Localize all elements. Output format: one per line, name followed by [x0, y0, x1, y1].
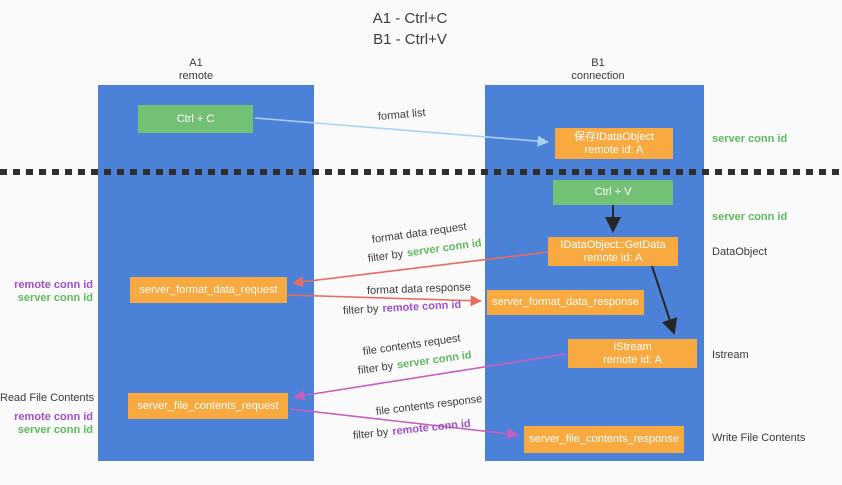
label-server-conn-id-left-1: server conn id [17, 292, 93, 304]
server-format-data-response-label: server_format_data_response [492, 296, 639, 308]
label-remote-conn-id-left-2: remote conn id [14, 411, 93, 423]
box-server-file-contents-response: server_file_contents_response [524, 426, 684, 453]
label-format-data-response: format data response [366, 281, 472, 297]
label-istream: Istream [712, 349, 749, 361]
save-idataobject-line1: 保存IDataObject [573, 130, 655, 143]
title-line-1: A1 - Ctrl+C [372, 10, 448, 27]
remote-conn-id-text: remote conn id [391, 417, 472, 438]
label-server-conn-id-left-2: server conn id [17, 424, 93, 436]
remote-conn-id-text: remote conn id [382, 298, 462, 315]
column-b-header: B1 connection [540, 57, 656, 83]
filter-by-text: filter by [367, 248, 404, 265]
column-b-subtitle: connection [571, 70, 625, 82]
label-file-contents-response: file contents response [375, 393, 483, 418]
server-file-contents-response-label: server_file_contents_response [529, 433, 679, 445]
ctrl-c-label: Ctrl + C [176, 112, 215, 125]
box-server-format-data-request: server_format_data_request [130, 277, 287, 303]
server-conn-id-text: server conn id [396, 349, 473, 372]
label-remote-conn-id-left-1: remote conn id [14, 279, 93, 291]
ctrl-v-label: Ctrl + V [594, 186, 632, 198]
label-server-conn-id-right-1: server conn id [712, 133, 788, 145]
filter-by-text: filter by [352, 426, 389, 442]
save-idataobject-line2: remote id: A [584, 143, 644, 156]
column-a-subtitle: remote [178, 70, 214, 82]
label-format-list: format list [377, 106, 427, 123]
server-file-contents-request-label: server_file_contents_request [137, 399, 279, 412]
istream-line2: remote id: A [603, 353, 662, 366]
filter-by-text: filter by [342, 303, 379, 317]
box-istream: IStream remote id: A [568, 339, 697, 368]
label-dataobject: DataObject [712, 246, 768, 258]
column-a-header: A1 remote [138, 57, 254, 83]
column-b-name: B1 [591, 57, 605, 69]
column-a-name: A1 [189, 57, 203, 69]
box-ctrl-c: Ctrl + C [138, 105, 253, 133]
dotted-divider-line [0, 169, 842, 175]
box-save-idataobject: 保存IDataObject remote id: A [555, 128, 673, 159]
label-read-file-contents: Read File Contents [0, 392, 95, 404]
getdata-line2: remote id: A [583, 251, 643, 264]
label-write-file-contents: Write File Contents [712, 432, 806, 444]
box-server-format-data-response: server_format_data_response [487, 290, 644, 315]
box-idataobject-getdata: IDataObject::GetData remote id: A [548, 237, 678, 266]
server-format-data-request-label: server_format_data_request [139, 283, 278, 296]
filter-by-text: filter by [357, 360, 394, 377]
istream-line1: IStream [613, 340, 652, 353]
box-server-file-contents-request: server_file_contents_request [128, 393, 288, 419]
box-ctrl-v: Ctrl + V [553, 180, 673, 205]
diagram-title: A1 - Ctrl+C B1 - Ctrl+V [300, 8, 520, 50]
getdata-line1: IDataObject::GetData [560, 238, 666, 251]
title-line-2: B1 - Ctrl+V [373, 31, 447, 48]
label-server-conn-id-right-2: server conn id [712, 211, 788, 223]
server-conn-id-text: server conn id [406, 237, 483, 260]
